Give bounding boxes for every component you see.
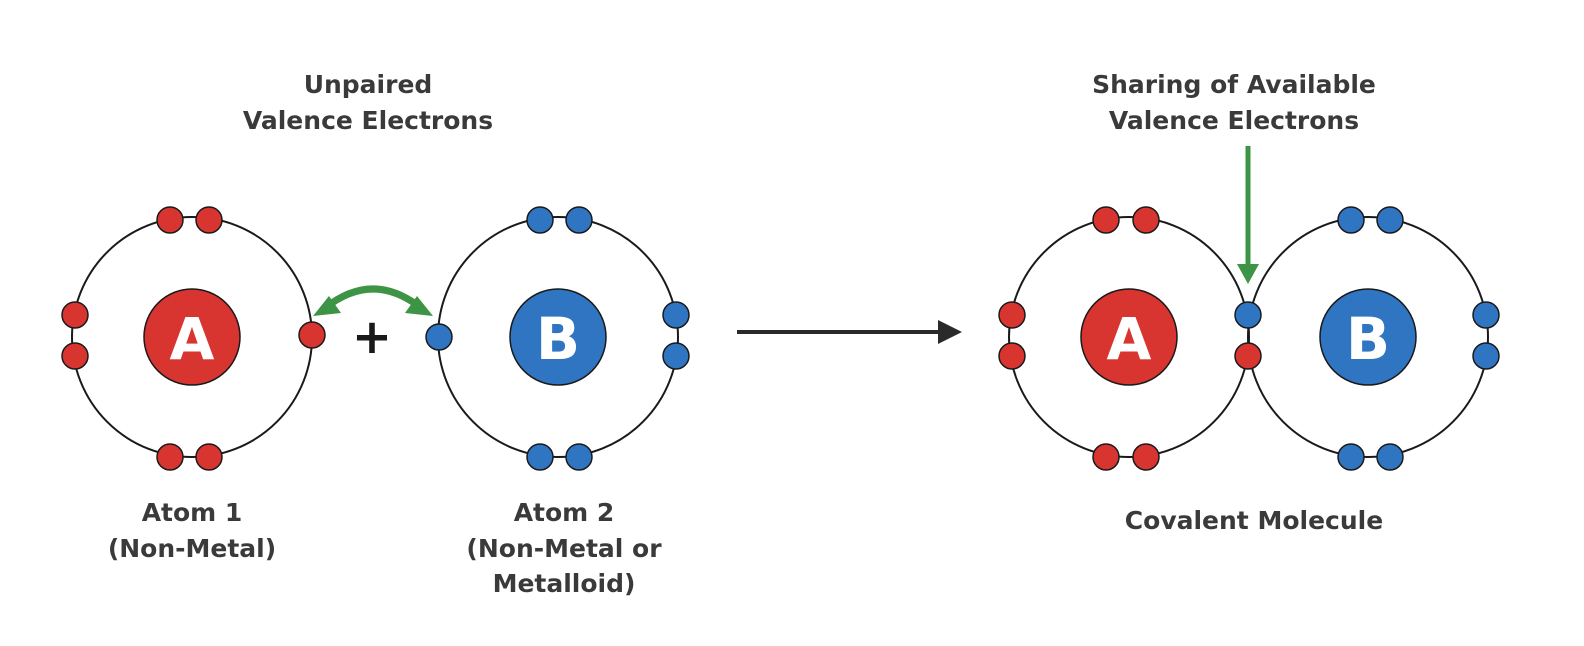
exchange-arrow-head-left [313,296,341,316]
electron [526,206,554,234]
electron [1472,301,1500,329]
atom-1-electrons [61,206,326,471]
molecule-shell-b [1247,216,1489,458]
electron [526,443,554,471]
atom-1-label-line1: Atom 1 [142,498,243,527]
covalent-molecule: A B [998,206,1500,471]
unpaired-electron [425,323,453,351]
electron [1472,342,1500,370]
molecule-letter-a: A [1107,305,1152,373]
electron [1092,443,1120,471]
electron [1337,206,1365,234]
shared-electron-a [1234,342,1262,370]
atom-2: B [425,206,690,471]
molecule-electrons-b [1234,206,1500,471]
atom-2-label-line1: Atom 2 [514,498,615,527]
sharing-label-line1: Sharing of Available [1092,70,1376,99]
atom-1-label-line2: (Non-Metal) [108,534,276,563]
molecule-nucleus-b [1319,288,1417,386]
atom-1-nucleus [143,288,241,386]
electron [156,443,184,471]
atom-2-label-line2: (Non-Metal or [466,534,662,563]
unpaired-label-line1: Unpaired [304,70,433,99]
electron [1132,206,1160,234]
molecule-letter-b: B [1346,305,1390,373]
electron [156,206,184,234]
electron [1376,206,1404,234]
atom-1-letter: A [170,305,215,373]
atom-2-letter: B [536,305,580,373]
electron [662,301,690,329]
electron [1337,443,1365,471]
plus-sign: + [352,309,392,365]
atom-1: A [61,206,326,471]
electron [998,301,1026,329]
electron [1092,206,1120,234]
electron [1376,443,1404,471]
electron [565,443,593,471]
unpaired-label-line2: Valence Electrons [243,106,493,135]
electron [1132,443,1160,471]
exchange-arrow [321,285,425,312]
sharing-arrow-head [1237,264,1259,284]
electron [662,342,690,370]
electron [195,443,223,471]
molecule-electrons-a [998,206,1262,471]
exchange-arrow-head-right [405,296,433,316]
molecule-nucleus-a [1080,288,1178,386]
electron [998,342,1026,370]
electron [195,206,223,234]
electron [61,301,89,329]
shared-electron-b [1234,301,1262,329]
reaction-arrow-head [938,320,962,344]
electron [61,342,89,370]
atom-2-label-line3: Metalloid) [493,569,636,598]
electron [565,206,593,234]
atom-2-electrons [425,206,690,471]
molecule-label: Covalent Molecule [1125,506,1383,535]
unpaired-electron [298,321,326,349]
sharing-label-line2: Valence Electrons [1109,106,1359,135]
atom-2-nucleus [509,288,607,386]
